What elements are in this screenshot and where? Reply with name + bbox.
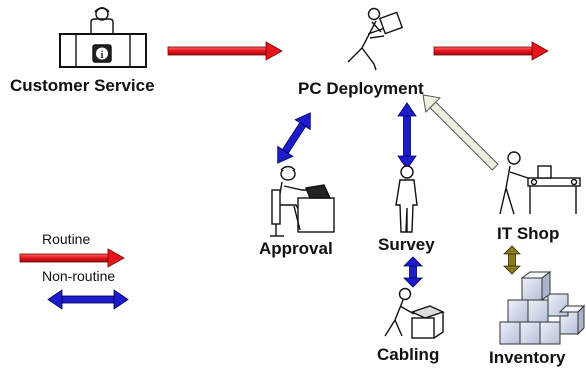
stacked-cubes-icon — [499, 271, 586, 345]
return-arrow-itshop-to-pc — [422, 94, 499, 171]
nonroutine-arrow-survey-cabling — [403, 256, 423, 288]
it-shop-label: IT Shop — [497, 224, 560, 243]
legend-nonroutine-arrow — [47, 289, 129, 310]
pc-deployment-label: PC Deployment — [298, 79, 424, 98]
survey-label: Survey — [378, 235, 435, 254]
legend-routine-label: Routine — [42, 231, 91, 247]
routine-arrow-pc-to-next — [433, 41, 549, 61]
customer-service-agent-icon: i — [59, 7, 147, 68]
legend-routine-arrow — [19, 248, 125, 268]
conveyor-worker-icon — [499, 151, 581, 215]
box-carrier-icon — [384, 287, 445, 339]
legend-nonroutine-label: Non-routine — [42, 268, 116, 284]
approval-label: Approval — [259, 239, 333, 258]
standing-person-icon — [395, 165, 418, 233]
desk-worker-icon — [270, 165, 335, 237]
carrying-box-person-icon — [347, 7, 404, 71]
customer-service-label: Customer Service — [10, 76, 155, 95]
inventory-label: Inventory — [489, 348, 566, 367]
nonroutine-arrow-pc-survey — [397, 102, 417, 170]
routine-arrow-cs-to-pc — [167, 41, 283, 61]
svg-text:i: i — [101, 50, 104, 61]
arrow-itshop-inventory — [503, 245, 521, 275]
nonroutine-arrow-pc-approval — [277, 112, 311, 164]
cabling-label: Cabling — [377, 345, 440, 364]
